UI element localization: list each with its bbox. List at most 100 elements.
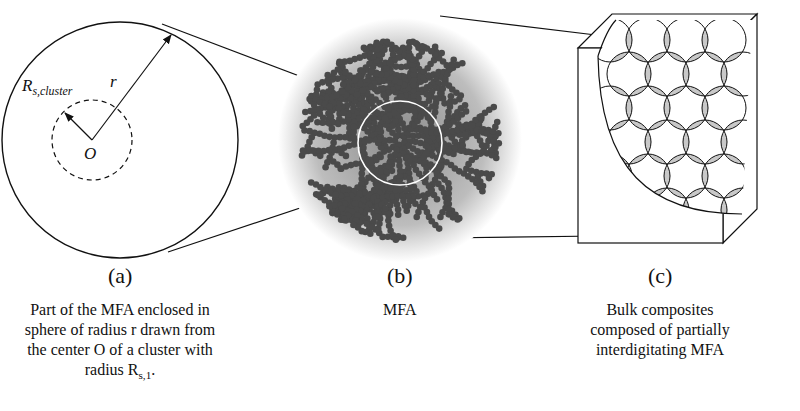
particle [343, 153, 350, 160]
particle [380, 92, 387, 99]
particle [438, 162, 445, 169]
overlap-lens [630, 154, 648, 164]
panel-tag: (a) [108, 263, 132, 289]
fractal-aggregate [299, 39, 502, 244]
particle [488, 171, 495, 178]
overlap-lens [687, 154, 705, 164]
particle [387, 153, 394, 160]
subscript: s,cluster [32, 84, 72, 98]
particle [367, 230, 374, 237]
mfa-sphere [626, 154, 670, 198]
particle [339, 205, 346, 212]
overlap-lens [630, 188, 648, 198]
overlap-lens [630, 52, 648, 62]
particle [369, 224, 376, 231]
packed-spheres [588, 18, 765, 232]
particle [302, 109, 309, 116]
particle [317, 191, 324, 198]
particle [469, 122, 476, 129]
particle [408, 185, 415, 192]
particle [450, 56, 457, 63]
overlap-lens [706, 188, 724, 198]
particle [350, 222, 357, 229]
particle [340, 81, 347, 88]
overlap-lens [611, 120, 629, 130]
overlap-lens [611, 86, 629, 96]
overlap-lens [645, 199, 651, 221]
particle [329, 125, 336, 132]
overlap-lens [668, 154, 686, 164]
particle [462, 102, 469, 109]
label-text: MFA [383, 301, 417, 318]
particle [339, 88, 346, 95]
mfa-sphere [588, 18, 632, 62]
particle [322, 164, 329, 171]
overlap-lens [687, 86, 705, 96]
subscript: s,1 [139, 369, 152, 381]
particle [458, 92, 465, 99]
particle [387, 60, 394, 67]
particle [320, 114, 327, 121]
overlap-lens [630, 86, 648, 96]
label-text: (a) [108, 263, 132, 288]
particle [375, 226, 382, 233]
particle [434, 196, 441, 203]
particle [493, 155, 500, 162]
overlap-lens [649, 120, 667, 130]
cutaway-edge [598, 56, 742, 214]
radius-arrow [92, 35, 171, 140]
particle [354, 92, 361, 99]
particle [395, 211, 402, 218]
particle [351, 134, 358, 141]
label-text: Part of the MFA enclosed in sphere of ra… [25, 301, 216, 378]
particle [420, 154, 427, 161]
overlap-lens [725, 188, 743, 198]
overlap-lens [687, 120, 705, 130]
mfa-sphere [645, 52, 689, 96]
panel-caption: MFA [383, 300, 417, 320]
overlap-lens [649, 154, 667, 164]
overlap-lens [706, 154, 724, 164]
label-text: (c) [648, 263, 672, 288]
overlap-lens [649, 52, 667, 62]
particle [300, 147, 307, 154]
label-text: R [22, 76, 32, 95]
particle [377, 154, 384, 161]
overlap-lens [687, 188, 705, 198]
particle [336, 59, 343, 66]
mfa-sphere [588, 86, 632, 130]
particle [337, 165, 344, 172]
mfa-sphere [683, 120, 727, 164]
particle [360, 87, 367, 94]
particle [427, 119, 434, 126]
particle [462, 132, 469, 139]
particle [450, 151, 457, 158]
particle [331, 70, 338, 77]
overlap-lens [687, 52, 705, 62]
mfa-sphere [645, 188, 689, 232]
mfa-sphere [721, 52, 765, 96]
particle [459, 60, 466, 67]
overlap-lens [668, 188, 686, 198]
cutaway [598, 20, 752, 214]
cutaway-edge [598, 20, 616, 56]
particle [329, 119, 336, 126]
particle [340, 109, 347, 116]
overlap-lens [668, 52, 686, 62]
overlap-lens [611, 52, 629, 62]
particle [490, 104, 497, 111]
mfa-sphere [645, 120, 689, 164]
label-text: O [84, 144, 96, 163]
zoom-line [440, 16, 604, 36]
cluster-sphere [2, 22, 238, 258]
mfa-sphere [721, 120, 765, 164]
overlap-lens [611, 188, 629, 198]
label-text: (b) [387, 263, 413, 288]
particle [389, 122, 396, 129]
particle [465, 148, 472, 155]
overlap-lens [649, 86, 667, 96]
overlap-lens [725, 86, 743, 96]
overlap-lens [706, 120, 724, 130]
mfa-sphere [702, 86, 746, 130]
